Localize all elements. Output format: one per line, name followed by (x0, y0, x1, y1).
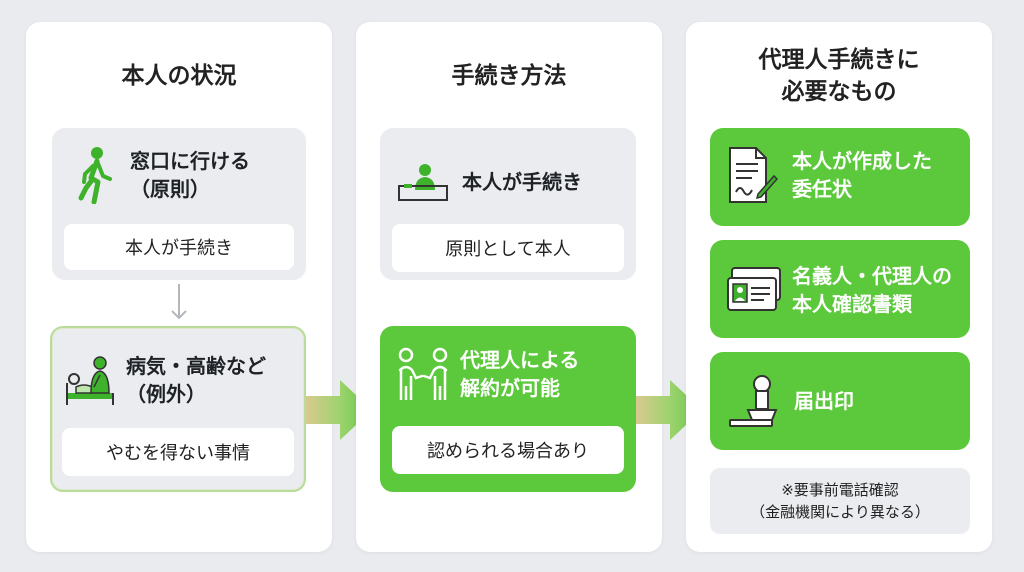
panel-title: 代理人手続きに 必要なもの (758, 47, 920, 105)
note-line: （金融機関により異なる） (750, 503, 930, 521)
card-title: 窓口に行ける （原則） (130, 149, 250, 201)
panel-required-items: 代理人手続きに 必要なもの 本人が作成した 委任状 (686, 22, 992, 552)
card-proxy-cancellation: 代理人による 解約が可能 認められる場合あり (380, 326, 636, 492)
card-title: 名義人・代理人の 本人確認書類 (792, 264, 952, 316)
walking-person-icon (78, 147, 112, 204)
signed-document-icon (729, 147, 778, 203)
card-identity-documents: 名義人・代理人の 本人確認書類 (710, 240, 970, 338)
card-title: 代理人による 解約が可能 (460, 348, 580, 400)
right-arrow-icon (306, 380, 372, 440)
panel-current-situation: 本人の状況 窓口に行ける （原則） 本人が手続き (26, 22, 332, 552)
card-pill: 認められる場合あり (392, 426, 624, 474)
note-line: ※要事前電話確認 (781, 481, 899, 499)
card-registered-seal: 届出印 (710, 352, 970, 450)
card-pill: 本人が手続き (64, 224, 294, 270)
card-title: 届出印 (794, 389, 854, 413)
panel-title: 手続き方法 (451, 63, 567, 89)
card-title: 本人が手続き (462, 170, 582, 194)
id-card-icon (727, 267, 781, 311)
person-at-counter-icon (398, 164, 448, 201)
note-call-in-advance: ※要事前電話確認 （金融機関により異なる） (710, 468, 970, 534)
handshake-icon (398, 347, 448, 400)
panel-title: 本人の状況 (121, 63, 237, 89)
card-illness-elderly: 病気・高齢など （例外） やむを得ない事情 (50, 326, 306, 492)
card-self-procedure: 本人が手続き 原則として本人 (380, 128, 636, 280)
seal-stamp-icon (729, 375, 778, 427)
down-arrow-icon (171, 284, 187, 320)
panel-procedure-method: 手続き方法 本人が手続き 原則として本人 代理人による 解約が可能 (356, 22, 662, 552)
right-arrow-icon (636, 380, 702, 440)
card-pill: やむを得ない事情 (62, 428, 294, 476)
sick-person-in-bed-icon (66, 356, 114, 405)
card-title: 病気・高齢など （例外） (126, 354, 266, 406)
card-title: 本人が作成した 委任状 (792, 149, 932, 201)
card-pill: 原則として本人 (392, 224, 624, 272)
card-power-of-attorney: 本人が作成した 委任状 (710, 128, 970, 226)
card-can-visit-counter: 窓口に行ける （原則） 本人が手続き (52, 128, 306, 280)
